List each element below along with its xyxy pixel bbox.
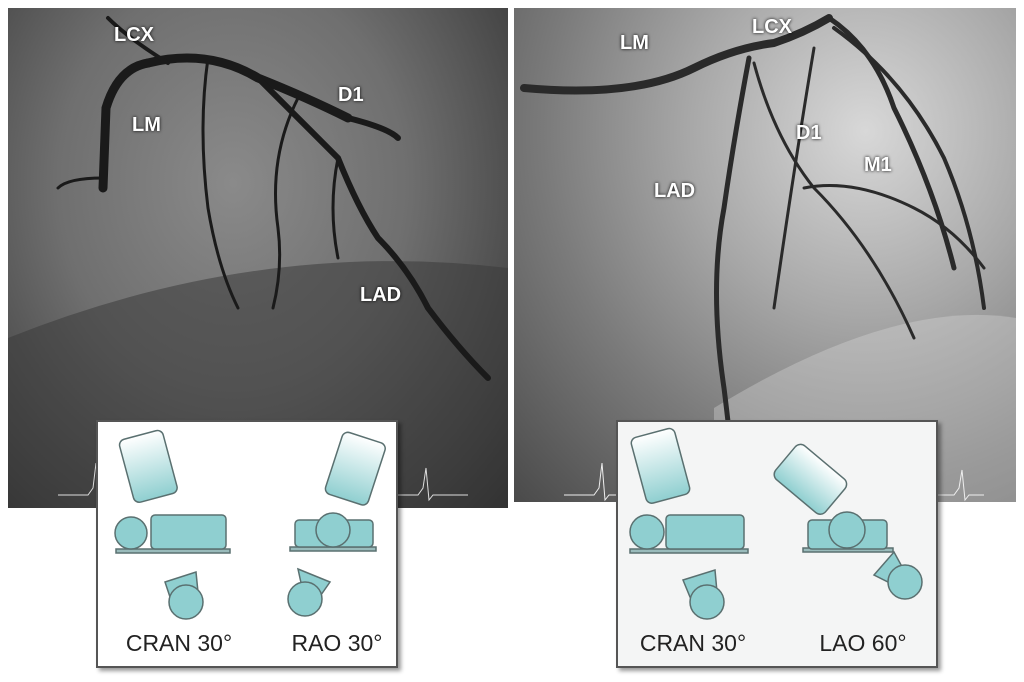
label-lad: LAD [360, 284, 402, 306]
projection-label-lao: LAO 60° [819, 630, 907, 656]
patient-table-icon [629, 514, 749, 554]
projection-diagram-left: CRAN 30° RAO 30° [96, 420, 398, 668]
detector-icon [324, 431, 386, 506]
label-m1: M1 [864, 154, 892, 176]
patient-table-icon [802, 511, 894, 553]
xray-source-icon [681, 569, 725, 620]
xray-source-icon [164, 571, 204, 620]
label-lm: LM [132, 114, 161, 136]
patient-table-icon [289, 512, 377, 552]
label-lad: LAD [654, 180, 696, 202]
patient-table-icon [114, 514, 231, 554]
projection-label-cran: CRAN 30° [639, 630, 747, 656]
projection-label-cran: CRAN 30° [125, 630, 233, 656]
detector-icon [630, 427, 691, 504]
label-lcx: LCX [752, 16, 792, 38]
detector-icon [118, 429, 178, 504]
xray-source-icon [287, 567, 332, 617]
projection-label-rao: RAO 30° [291, 630, 383, 656]
projection-diagram-right: CRAN 30° LAO 60° [616, 420, 938, 668]
detector-icon [773, 443, 848, 515]
label-d1: D1 [338, 84, 364, 106]
label-d1: D1 [796, 122, 822, 144]
label-lcx: LCX [114, 24, 154, 46]
xray-source-icon [872, 550, 923, 600]
label-lm: LM [620, 32, 649, 54]
